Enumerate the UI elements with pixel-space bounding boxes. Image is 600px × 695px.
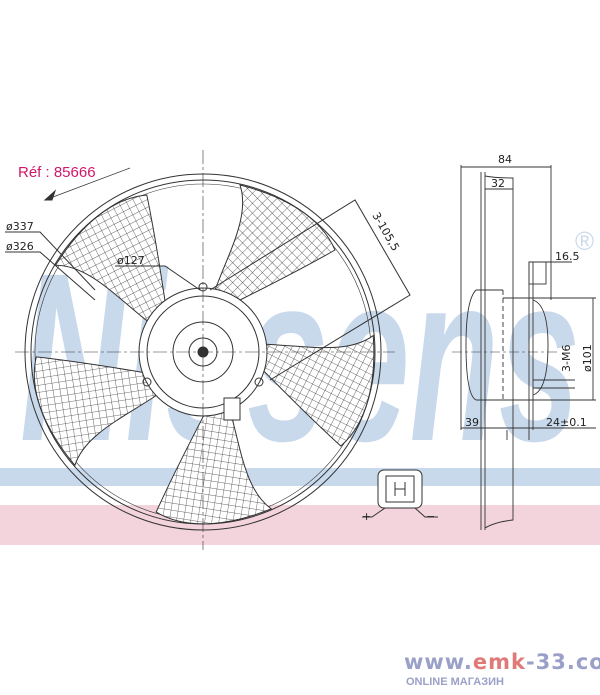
dim-frame-depth: 32	[491, 177, 505, 190]
dim-motor-diameter: ø101	[581, 344, 594, 372]
fan-blades	[0, 174, 404, 566]
dim-hub-diameter: ø127	[117, 254, 145, 267]
dim-total-depth: 84	[498, 153, 512, 166]
dim-mount-holes: 3-M6	[560, 345, 573, 372]
connector-minus: −	[426, 510, 435, 523]
fan-front-view	[0, 150, 411, 566]
pink-band	[0, 505, 600, 545]
fan-side-view	[452, 165, 596, 530]
blue-band	[0, 468, 600, 486]
connector-detail	[362, 469, 438, 518]
site-url[interactable]: www.emk-33.com	[404, 650, 600, 674]
dim-motor-offset: 39	[465, 416, 479, 429]
svg-text:®: ®	[575, 226, 594, 256]
dim-outer-diameter: ø337	[6, 220, 34, 233]
site-accent: emk	[472, 650, 526, 674]
site-suffix: -33.com	[525, 650, 600, 674]
connector-plus: +	[362, 510, 371, 523]
site-prefix: www.	[404, 650, 473, 674]
reference-label: Réf : 85666	[18, 164, 96, 181]
dim-mount-depth: 24±0.1	[546, 416, 587, 429]
dim-connector: 16.5	[555, 250, 580, 263]
dim-inner-diameter: ø326	[6, 240, 34, 253]
site-tagline: ONLINE МАГАЗИН	[406, 676, 504, 688]
